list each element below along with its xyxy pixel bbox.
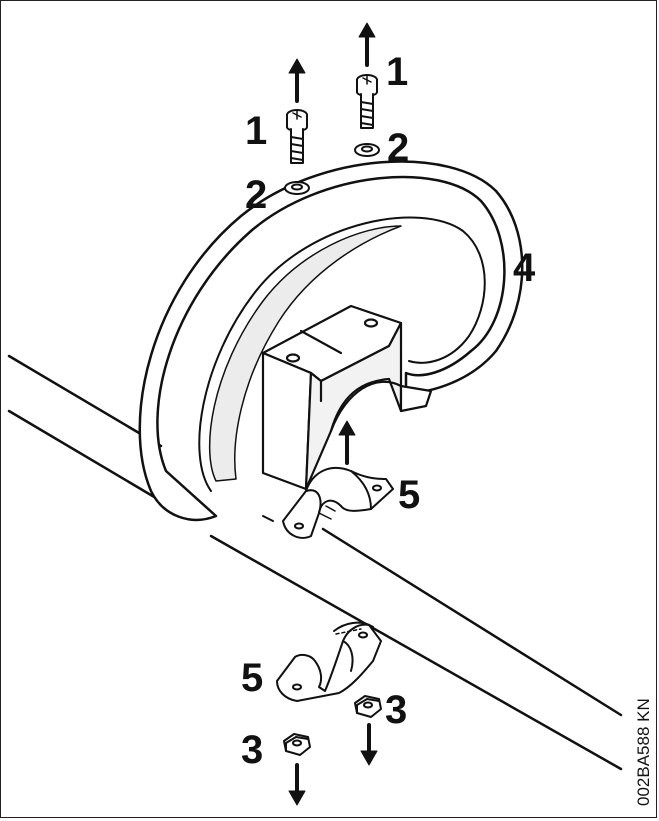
arrow-down-nut-left: [288, 763, 306, 806]
callout-loop-handle: 4: [513, 246, 536, 290]
arrow-down-nut-right: [360, 723, 378, 766]
callout-washer-right: 2: [387, 126, 409, 170]
screw-right: [356, 74, 378, 129]
drive-shaft: [7, 354, 623, 771]
washer-right: [354, 143, 380, 157]
callout-clamp-upper: 5: [398, 473, 420, 517]
callout-washer-left: 2: [245, 173, 267, 217]
arrow-up-screw-right: [358, 22, 376, 67]
arrow-up-screw-left: [288, 58, 306, 103]
reference-code: 002BA588 KN: [634, 698, 653, 806]
clamp-lower: [276, 621, 382, 702]
callout-nut-left: 3: [241, 728, 263, 772]
nut-left: [283, 733, 311, 756]
washer-left: [284, 181, 310, 195]
nut-right: [354, 695, 382, 718]
callout-nut-right: 3: [385, 688, 407, 732]
callout-screw-left: 1: [245, 109, 267, 153]
loop-handle: [138, 160, 524, 521]
screw-left: [286, 109, 308, 164]
arrow-up-clamp: [338, 420, 356, 465]
callout-screw-right: 1: [386, 50, 408, 94]
clamp-upper: [282, 466, 394, 539]
callout-clamp-lower: 5: [241, 656, 263, 700]
